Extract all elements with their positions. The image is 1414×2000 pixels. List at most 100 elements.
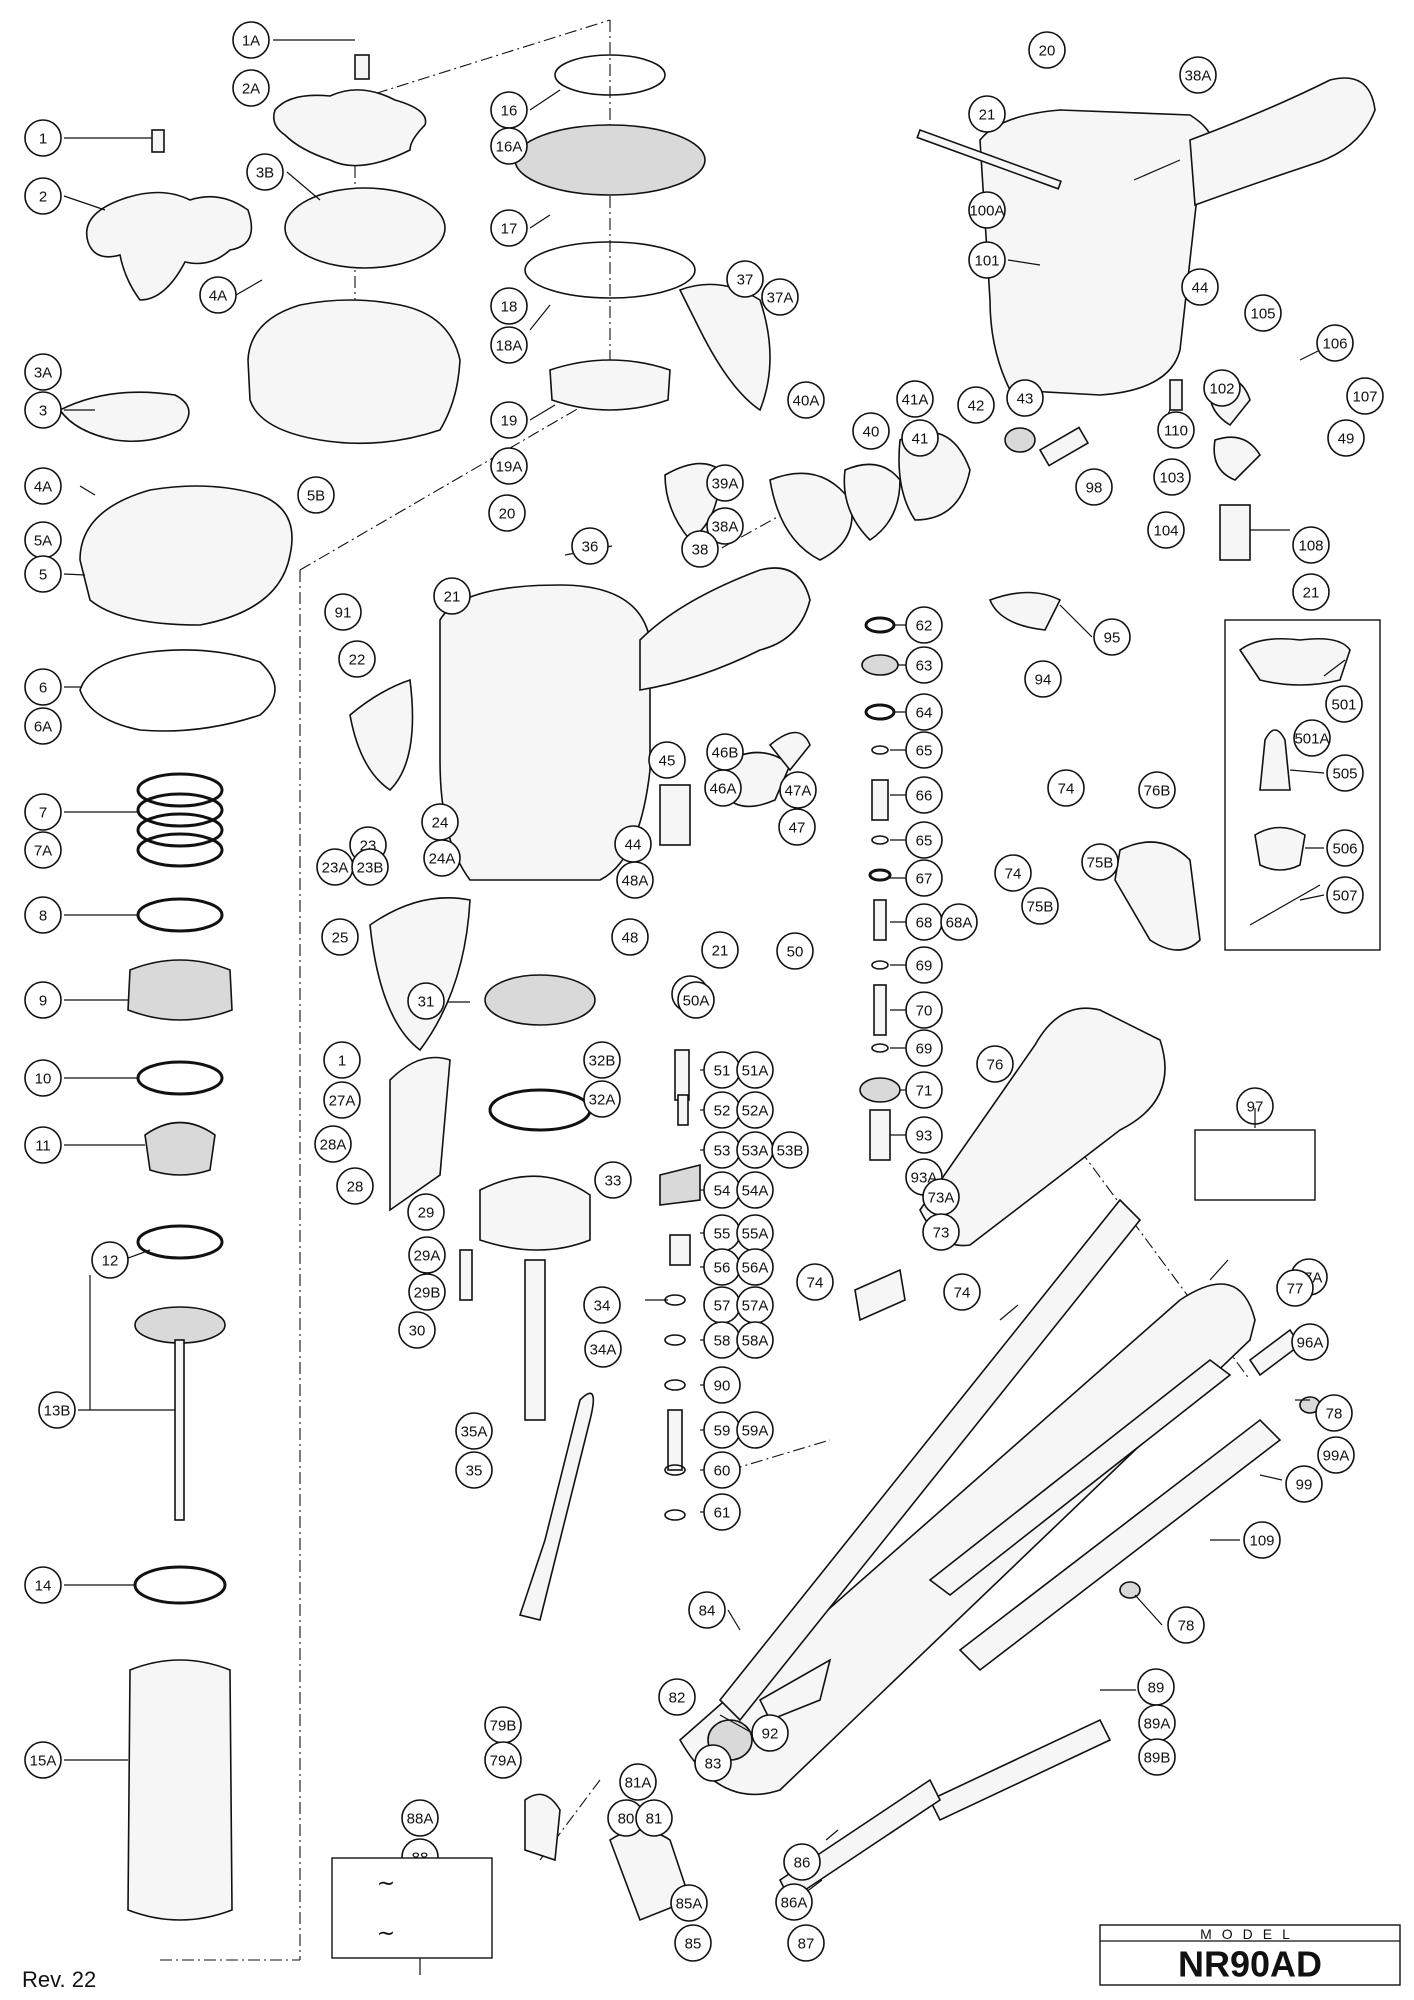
callout-number: 78: [1326, 1406, 1343, 1423]
callout-circle: [896, 380, 934, 418]
bolt-78-shape: [1119, 1581, 1141, 1599]
callout-number: 94: [1035, 672, 1052, 689]
oiler-505-shape: [1259, 729, 1291, 791]
callout-circle: [943, 1273, 981, 1311]
callout-1A: 1A: [232, 21, 270, 59]
callout-circle: [905, 946, 943, 984]
callout-56A: 56A: [736, 1248, 774, 1286]
callout-circle: [24, 555, 62, 593]
callout-51: 51: [703, 1051, 741, 1089]
callout-circle: [1326, 754, 1364, 792]
callout-circle: [1167, 1606, 1205, 1644]
callout-circle: [1153, 458, 1191, 496]
callout-number: 87: [798, 1936, 815, 1953]
feeder-79A-shape: [524, 1793, 561, 1862]
callout-circle: [776, 932, 814, 970]
callout-number: 24: [432, 815, 449, 832]
exhaust-cover-5B-shape: [247, 299, 461, 445]
callout-501A: 501A: [1293, 719, 1331, 757]
callout-number: 46B: [712, 745, 739, 762]
callout-54A: 54A: [736, 1171, 774, 1209]
callout-57A: 57A: [736, 1286, 774, 1324]
callout-circle: [901, 419, 939, 457]
callout-2: 2: [24, 177, 62, 215]
callout-38A: 38A: [1179, 56, 1217, 94]
callout-34A: 34A: [584, 1330, 622, 1368]
callout-circle: [922, 1213, 960, 1251]
spring-110-shape: [1169, 379, 1183, 411]
callout-circle: [1047, 769, 1085, 807]
callout-circle: [1326, 829, 1364, 867]
callout-circle: [408, 1236, 446, 1274]
callout-87: 87: [787, 1924, 825, 1962]
callout-number: 1A: [242, 33, 260, 50]
callout-number: 38: [692, 542, 709, 559]
callout-35A: 35A: [455, 1412, 493, 1450]
callout-number: 57A: [742, 1298, 769, 1315]
spring-93-shape: [869, 1109, 891, 1161]
callout-101: 101: [968, 241, 1006, 279]
callout-circle: [490, 401, 528, 439]
callout-number: 4A: [34, 479, 52, 496]
kit-box-88-frame: [331, 1857, 493, 1959]
callout-number: 21: [1303, 585, 1320, 602]
callout-circle: [583, 1080, 621, 1118]
callout-65: 65: [905, 821, 943, 859]
callout-5A: 5A: [24, 521, 62, 559]
callout-circle: [1203, 369, 1241, 407]
kit-box-88: ~ ~: [331, 1857, 493, 1959]
callout-7: 7: [24, 793, 62, 831]
callout-74: 74: [994, 854, 1032, 892]
callout-circle: [1346, 377, 1384, 415]
callout-85: 85: [674, 1924, 712, 1962]
callout-1: 1: [24, 119, 62, 157]
callout-55: 55: [703, 1214, 741, 1252]
callout-6A: 6A: [24, 707, 62, 745]
spring-51-shape: [674, 1049, 690, 1101]
callout-75B: 75B: [1081, 843, 1119, 881]
callout-circle: [407, 1193, 445, 1231]
hex-key-507-shape: [1249, 884, 1321, 926]
cap-506-shape: [1254, 826, 1306, 871]
model-label: MODEL: [1200, 1926, 1300, 1942]
callout-number: 90: [714, 1378, 731, 1395]
callout-94: 94: [1024, 660, 1062, 698]
callout-number: 4A: [209, 288, 227, 305]
callout-number: 31: [418, 994, 435, 1011]
callout-number: 68: [916, 915, 933, 932]
callout-21: 21: [701, 931, 739, 969]
callout-86A: 86A: [775, 1883, 813, 1921]
callout-3: 3: [24, 391, 62, 429]
callout-number: 51: [714, 1063, 731, 1080]
label-99-shape: [928, 1358, 1232, 1597]
callout-circle: [484, 1741, 522, 1779]
callout-circle: [324, 593, 362, 631]
callout-circle: [314, 1125, 352, 1163]
callout-circle: [905, 991, 943, 1029]
callout-number: 89B: [1144, 1750, 1171, 1767]
callout-circle: [670, 1884, 708, 1922]
callout-number: 42: [968, 398, 985, 415]
callout-46B: 46B: [706, 733, 744, 771]
valve-piston-70-shape: [873, 984, 887, 1036]
ring-19-shape: [549, 359, 671, 411]
callout-number: 85: [685, 1936, 702, 1953]
exhaust-cover-5-shape: [79, 485, 293, 626]
callout-number: 7A: [34, 843, 52, 860]
callout-number: 35A: [461, 1424, 488, 1441]
callout-number: 3B: [256, 165, 274, 182]
callout-circle: [24, 1566, 62, 1604]
callout-21: 21: [433, 577, 471, 615]
callout-106: 106: [1316, 324, 1354, 362]
callout-85A: 85A: [670, 1884, 708, 1922]
callout-38: 38: [681, 530, 719, 568]
callout-number: 35: [466, 1463, 483, 1480]
nose-guide-29-shape: [524, 1259, 546, 1421]
callout-number: 65: [916, 743, 933, 760]
callout-107: 107: [1346, 377, 1384, 415]
callout-number: 34A: [590, 1342, 617, 1359]
callout-number: 55A: [742, 1226, 769, 1243]
callout-number: 1: [338, 1053, 346, 1070]
callout-circle: [323, 1081, 361, 1119]
callout-circle: [905, 646, 943, 684]
